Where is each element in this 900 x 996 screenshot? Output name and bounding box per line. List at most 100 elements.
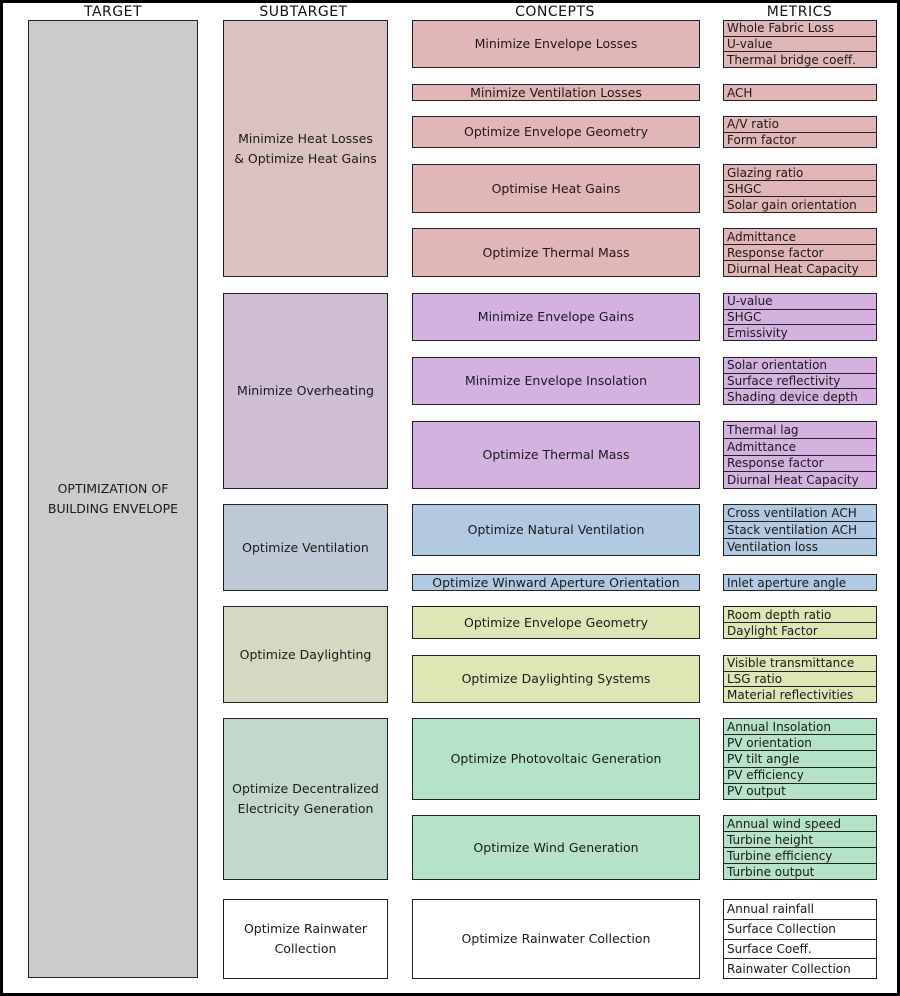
concept-box: Minimize Envelope Losses [412,20,700,68]
metric-item: Visible transmittance [727,656,855,671]
metric-item: Thermal bridge coeff. [724,51,876,67]
metric-item: Emissivity [724,324,876,340]
metric-item: Annual wind speed [727,816,841,831]
metric-item: Annual rainfall [727,902,814,917]
concept-label: Optimize Envelope Geometry [464,614,648,630]
concept-label: Optimize Natural Ventilation [467,522,645,537]
metric-item: ACH [727,85,753,100]
target-box: OPTIMIZATION OF BUILDING ENVELOPE [28,20,198,978]
metric-item: Cross ventilation ACH [727,506,857,520]
concept-label: Optimise Heat Gains [491,180,621,196]
subtarget-label: Minimize Overheating [237,383,374,398]
concept-box: Optimize Winward Aperture Orientation [412,574,700,591]
metrics-box: Inlet aperture angle [723,574,877,591]
metric-item: U-value [727,294,773,309]
metric-item: U-value [724,35,876,52]
metric-item: Material reflectivities [724,686,876,702]
concept-box: Minimize Ventilation Losses [412,84,700,101]
concept-box: Optimize Rainwater Collection [412,899,700,979]
subtarget-label: Optimize Rainwater Collection [243,921,368,956]
subtarget-box: Optimize Ventilation [223,504,388,591]
metric-item: Room depth ratio [727,607,832,622]
concept-label: Minimize Envelope Insolation [464,373,647,388]
subtarget-box: Optimize Rainwater Collection [223,899,388,979]
metric-item: Surface Collection [724,918,876,939]
concept-label: Minimize Ventilation Losses [470,84,642,100]
concept-box: Minimize Envelope Insolation [412,357,700,405]
subtarget-box: Minimize Heat Losses & Optimize Heat Gai… [223,20,388,277]
concept-label: Optimize Thermal Mass [482,447,630,462]
metric-item: Turbine efficiency [724,847,876,863]
metric-item: Response factor [724,244,876,260]
metric-item: Admittance [724,437,876,455]
concept-box: Optimize Natural Ventilation [412,504,700,556]
concept-box: Optimize Envelope Geometry [412,116,700,148]
concept-label: Optimize Thermal Mass [482,244,630,260]
concept-label: Minimize Envelope Losses [474,36,638,51]
concept-label: Optimize Rainwater Collection [461,931,651,946]
metric-item: Thermal lag [727,422,799,437]
metric-item: Diurnal Heat Capacity [724,471,876,488]
metric-item: Turbine output [724,863,876,879]
metric-item: PV orientation [724,734,876,750]
subtarget-label: Minimize Heat Losses & Optimize Heat Gai… [234,130,377,166]
header-subtarget: SUBTARGET [259,4,348,20]
concept-box: Optimise Heat Gains [412,164,700,213]
header-target: TARGET [83,4,142,20]
concept-label: Minimize Envelope Gains [477,309,635,324]
metric-item: Admittance [727,229,796,244]
subtarget-label: Optimize Decentralized Electricity Gener… [232,781,379,816]
metric-item: Diurnal Heat Capacity [724,260,876,276]
header-metrics: METRICS [766,4,833,20]
concept-box: Minimize Envelope Gains [412,293,700,341]
metric-item: Surface Coeff. [724,938,876,959]
concept-box: Optimize Wind Generation [412,815,700,880]
concept-box: Optimize Photovoltaic Generation [412,718,700,800]
concept-box: Optimize Envelope Geometry [412,606,700,639]
metric-item: Inlet aperture angle [727,575,847,590]
metric-item: Solar gain orientation [724,196,876,212]
metric-item: SHGC [724,180,876,196]
metric-item: Turbine height [724,831,876,847]
metric-item: Annual Insolation [727,719,831,734]
metric-item: A/V ratio [727,117,779,132]
subtarget-box: Optimize Decentralized Electricity Gener… [223,718,388,880]
concept-label: Optimize Winward Aperture Orientation [432,574,680,590]
metric-item: Stack ventilation ACH [724,521,876,538]
concept-box: Optimize Thermal Mass [412,421,700,489]
metric-item: Whole Fabric Loss [727,21,835,36]
concept-label: Optimize Wind Generation [473,839,639,855]
subtarget-label: Optimize Daylighting [239,646,372,662]
metric-item: SHGC [724,308,876,325]
subtarget-box: Optimize Daylighting [223,606,388,703]
concept-box: Optimize Thermal Mass [412,228,700,277]
metric-item: Rainwater Collection [724,958,876,978]
metric-item: PV efficiency [724,766,876,783]
concept-box: Optimize Daylighting Systems [412,655,700,703]
target-label: OPTIMIZATION OF BUILDING ENVELOPE [47,481,179,516]
metrics-box: ACH [723,84,877,101]
metric-item: Ventilation loss [724,538,876,555]
subtarget-box: Minimize Overheating [223,293,388,489]
metric-item: Surface reflectivity [724,372,876,389]
metric-item: Solar orientation [727,358,828,373]
metric-item: Form factor [724,131,876,148]
concept-label: Optimize Photovoltaic Generation [450,751,662,766]
metric-item: Response factor [724,454,876,472]
metric-item: Daylight Factor [724,622,876,638]
metric-item: PV tilt angle [724,750,876,766]
